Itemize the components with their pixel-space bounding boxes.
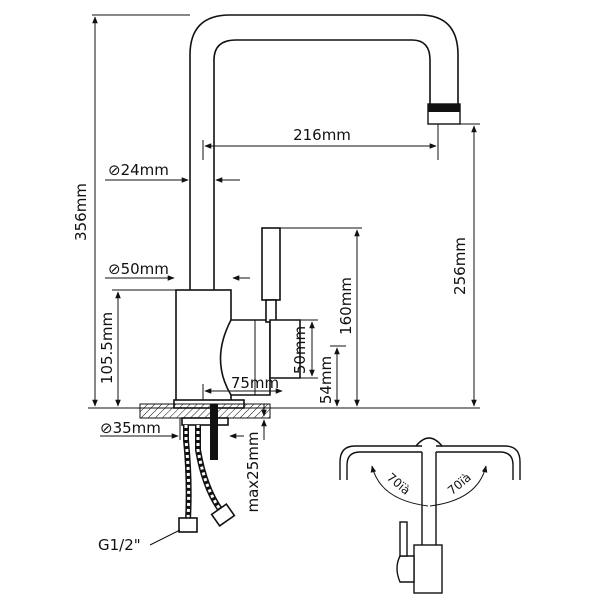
label-spout-reach: 216mm: [293, 126, 351, 144]
lever-handle: [261, 227, 281, 301]
swivel-arm-right: [436, 445, 521, 480]
swivel-detail-view: 70ïà 70ïà: [339, 437, 521, 594]
swivel-arm-left: [339, 445, 422, 480]
label-swivel-left: 70ïà: [384, 470, 413, 497]
hose-fitting-left: [178, 517, 198, 533]
dimension-labels: 356mm 216mm ⊘24mm ⊘50mm 105.5mm 256mm 16…: [72, 126, 469, 554]
label-thread: G1/2": [98, 536, 141, 554]
faucet-side-view: [139, 14, 461, 533]
label-body-diameter: ⊘50mm: [108, 260, 169, 278]
label-total-height: 356mm: [72, 183, 90, 241]
label-body-height: 105.5mm: [98, 312, 116, 384]
label-tube-diameter: ⊘24mm: [108, 161, 169, 179]
threaded-rod: [210, 404, 218, 460]
label-spout-height: 256mm: [451, 237, 469, 295]
label-base-diameter: ⊘35mm: [100, 419, 161, 437]
mini-lever: [399, 521, 408, 557]
label-max-thickness: max25mm: [244, 432, 262, 513]
countertop: [139, 403, 271, 419]
dimension-lines: [88, 14, 480, 546]
spout-inner-outline: [213, 39, 431, 290]
label-handle-height: 160mm: [337, 277, 355, 335]
spout-outline: [189, 14, 459, 290]
label-swivel-right: 70ïà: [445, 470, 474, 497]
label-handle-offset-54: 54mm: [317, 356, 335, 404]
mini-body: [413, 544, 443, 594]
label-handle-offset-50: 50mm: [291, 326, 309, 374]
hose-fitting-right: [210, 502, 236, 528]
lever-housing: [219, 319, 271, 396]
label-handle-length: 75mm: [231, 374, 279, 392]
